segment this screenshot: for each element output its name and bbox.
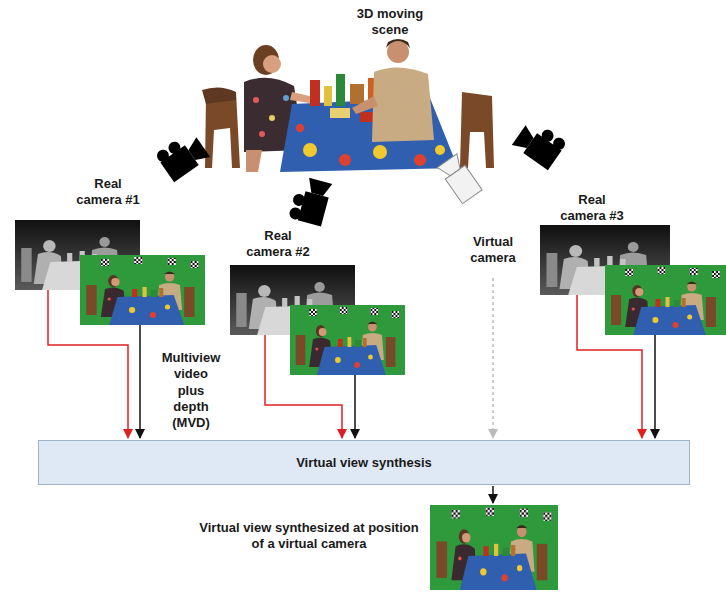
synthesized-image [430, 505, 558, 590]
virtual-camera-icon [437, 154, 482, 204]
camera-label: Virtual camera [462, 234, 524, 267]
camera-label: Real camera #3 [556, 192, 628, 225]
color-image [290, 305, 405, 375]
process-bar: Virtual view synthesis [38, 440, 690, 485]
color-image [80, 255, 205, 325]
scene-label: 3D moving scene [350, 6, 430, 39]
camera-label: Real camera #2 [242, 228, 314, 261]
camera-icon [288, 175, 332, 226]
node-text: Virtual view synthesis [296, 455, 432, 470]
color-image [605, 265, 726, 335]
output-caption: Virtual view synthesized at position of … [198, 520, 420, 553]
camera-icon [512, 117, 568, 170]
scene-photo [202, 39, 494, 172]
camera-label: Real camera #1 [72, 176, 144, 209]
camera-icon [155, 129, 211, 182]
mvd-label: Multiview video plus depth (MVD) [160, 350, 222, 431]
